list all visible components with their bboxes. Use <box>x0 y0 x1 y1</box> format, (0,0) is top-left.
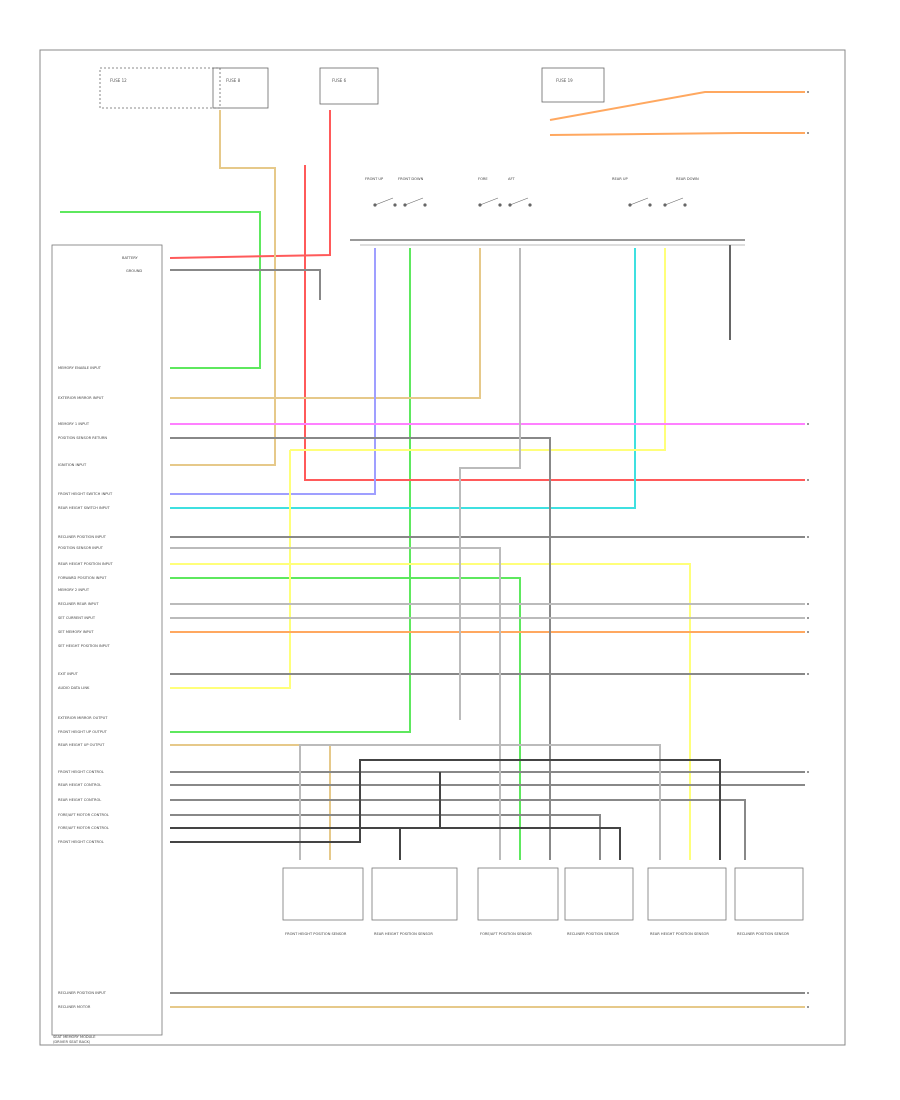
seat-memory-module <box>51 244 163 1036</box>
wire-dark-2 <box>170 759 721 860</box>
fuse-label-1: FUSE 12 <box>110 78 127 83</box>
pin-label: REAR HEIGHT POSITION INPUT <box>58 562 114 566</box>
wire-gray <box>170 269 321 300</box>
wire-orange-3 <box>549 132 805 136</box>
battery-label: BATTERY <box>122 256 139 260</box>
wire-dark-3 <box>399 827 621 860</box>
wire-gray-2 <box>170 437 551 860</box>
switch-group <box>373 197 687 207</box>
pin-label-list: MEMORY ENABLE INPUT EXTERIOR MIRROR INPUT… <box>58 366 114 1009</box>
pin-label: SET MEMORY INPUT <box>58 630 94 634</box>
pin-label: MEMORY 1 INPUT <box>58 422 90 426</box>
pin-label: EXIT INPUT <box>58 672 79 676</box>
pin-label: AUDIO DATA LINK <box>58 686 90 690</box>
pin-label: RECLINER POSITION INPUT <box>58 991 107 995</box>
switch-label-6: REAR DOWN <box>676 177 699 181</box>
switch-label-2: FRONT DOWN <box>398 177 424 181</box>
wire-gray-7 <box>170 799 746 860</box>
wire-green-2 <box>170 577 521 860</box>
wire-tan <box>170 110 276 466</box>
pin-label: FORE/AFT MOTOR CONTROL <box>58 826 109 830</box>
pin-label: RECLINER REAR INPUT <box>58 602 99 606</box>
fuse-label-4: FUSE 19 <box>556 78 573 83</box>
switch-label-5: REAR UP <box>612 177 628 181</box>
fuse-label-3: FUSE 6 <box>332 78 347 83</box>
fuse-box-group <box>99 67 605 109</box>
wire-green-3 <box>170 248 411 733</box>
diagram-frame <box>39 49 846 1046</box>
motor-label-6: RECLINER POSITION SENSOR <box>737 932 790 936</box>
pin-label: IGNITION INPUT <box>58 463 87 467</box>
motor-label-2: REAR HEIGHT POSITION SENSOR <box>374 932 433 936</box>
pin-label: FRONT HEIGHT CONTROL <box>58 840 104 844</box>
pin-label: REAR HEIGHT CONTROL <box>58 783 101 787</box>
motor-label-5: REAR HEIGHT POSITION SENSOR <box>650 932 709 936</box>
pin-label: REAR HEIGHT UP OUTPUT <box>58 743 105 747</box>
wire-layer <box>60 91 805 1008</box>
wire-blue <box>170 248 376 495</box>
pin-label: RECLINER POSITION INPUT <box>58 535 107 539</box>
ground-label: GROUND <box>126 269 142 273</box>
wire-gray-8 <box>170 814 601 860</box>
motor-label-4: RECLINER POSITION SENSOR <box>567 932 620 936</box>
pin-label: POSITION SENSOR INPUT <box>58 546 104 550</box>
wire-yellow <box>290 248 666 451</box>
pin-label: RECLINER MOTOR <box>58 1005 91 1009</box>
wire-gray-10 <box>170 547 501 860</box>
wire-gray-13 <box>459 248 521 720</box>
motor-label-3: FORE/AFT POSITION SENSOR <box>480 932 532 936</box>
motor-group <box>282 867 804 921</box>
fuse-label-2: FUSE 8 <box>226 78 241 83</box>
wire-yellow-3 <box>170 450 291 689</box>
motor-label-1: FRONT HEIGHT POSITION SENSOR <box>285 932 347 936</box>
pin-label: MEMORY ENABLE INPUT <box>58 366 102 370</box>
module-footer-label-2: (DRIVER SEAT BACK) <box>53 1040 91 1044</box>
switch-label-4: AFT <box>508 177 515 181</box>
pin-label: FORWARD POSITION INPUT <box>58 576 107 580</box>
wire-yellow-2 <box>170 563 691 860</box>
pin-label: EXTERIOR MIRROR INPUT <box>58 396 104 400</box>
wire-gray-14 <box>299 744 661 860</box>
right-terminals <box>807 91 809 1008</box>
wire-cyan <box>170 248 636 509</box>
module-footer-label-1: SEAT MEMORY MODULE <box>53 1035 96 1039</box>
pin-label: REAR HEIGHT CONTROL <box>58 798 101 802</box>
wire-green <box>60 211 261 369</box>
pin-label: REAR HEIGHT SWITCH INPUT <box>58 506 111 510</box>
pin-label: POSITION SENSOR RETURN <box>58 436 107 440</box>
pin-label: EXTERIOR MIRROR OUTPUT <box>58 716 108 720</box>
pin-label: FORE/AFT MOTOR CONTROL <box>58 813 109 817</box>
pin-label: SET CURRENT INPUT <box>58 616 96 620</box>
wire-red <box>169 110 331 259</box>
pin-label: FRONT HEIGHT SWITCH INPUT <box>58 492 113 496</box>
wire-tan-2 <box>170 248 481 399</box>
pin-label: SET HEIGHT POSITION INPUT <box>58 644 111 648</box>
pin-label: FRONT HEIGHT CONTROL <box>58 770 104 774</box>
switch-label-3: FORE <box>478 177 488 181</box>
wire-orange-2 <box>549 91 805 121</box>
pin-label: MEMORY 2 INPUT <box>58 588 90 592</box>
pin-label: FRONT HEIGHT UP OUTPUT <box>58 730 108 734</box>
switch-label-1: FRONT UP <box>365 177 384 181</box>
